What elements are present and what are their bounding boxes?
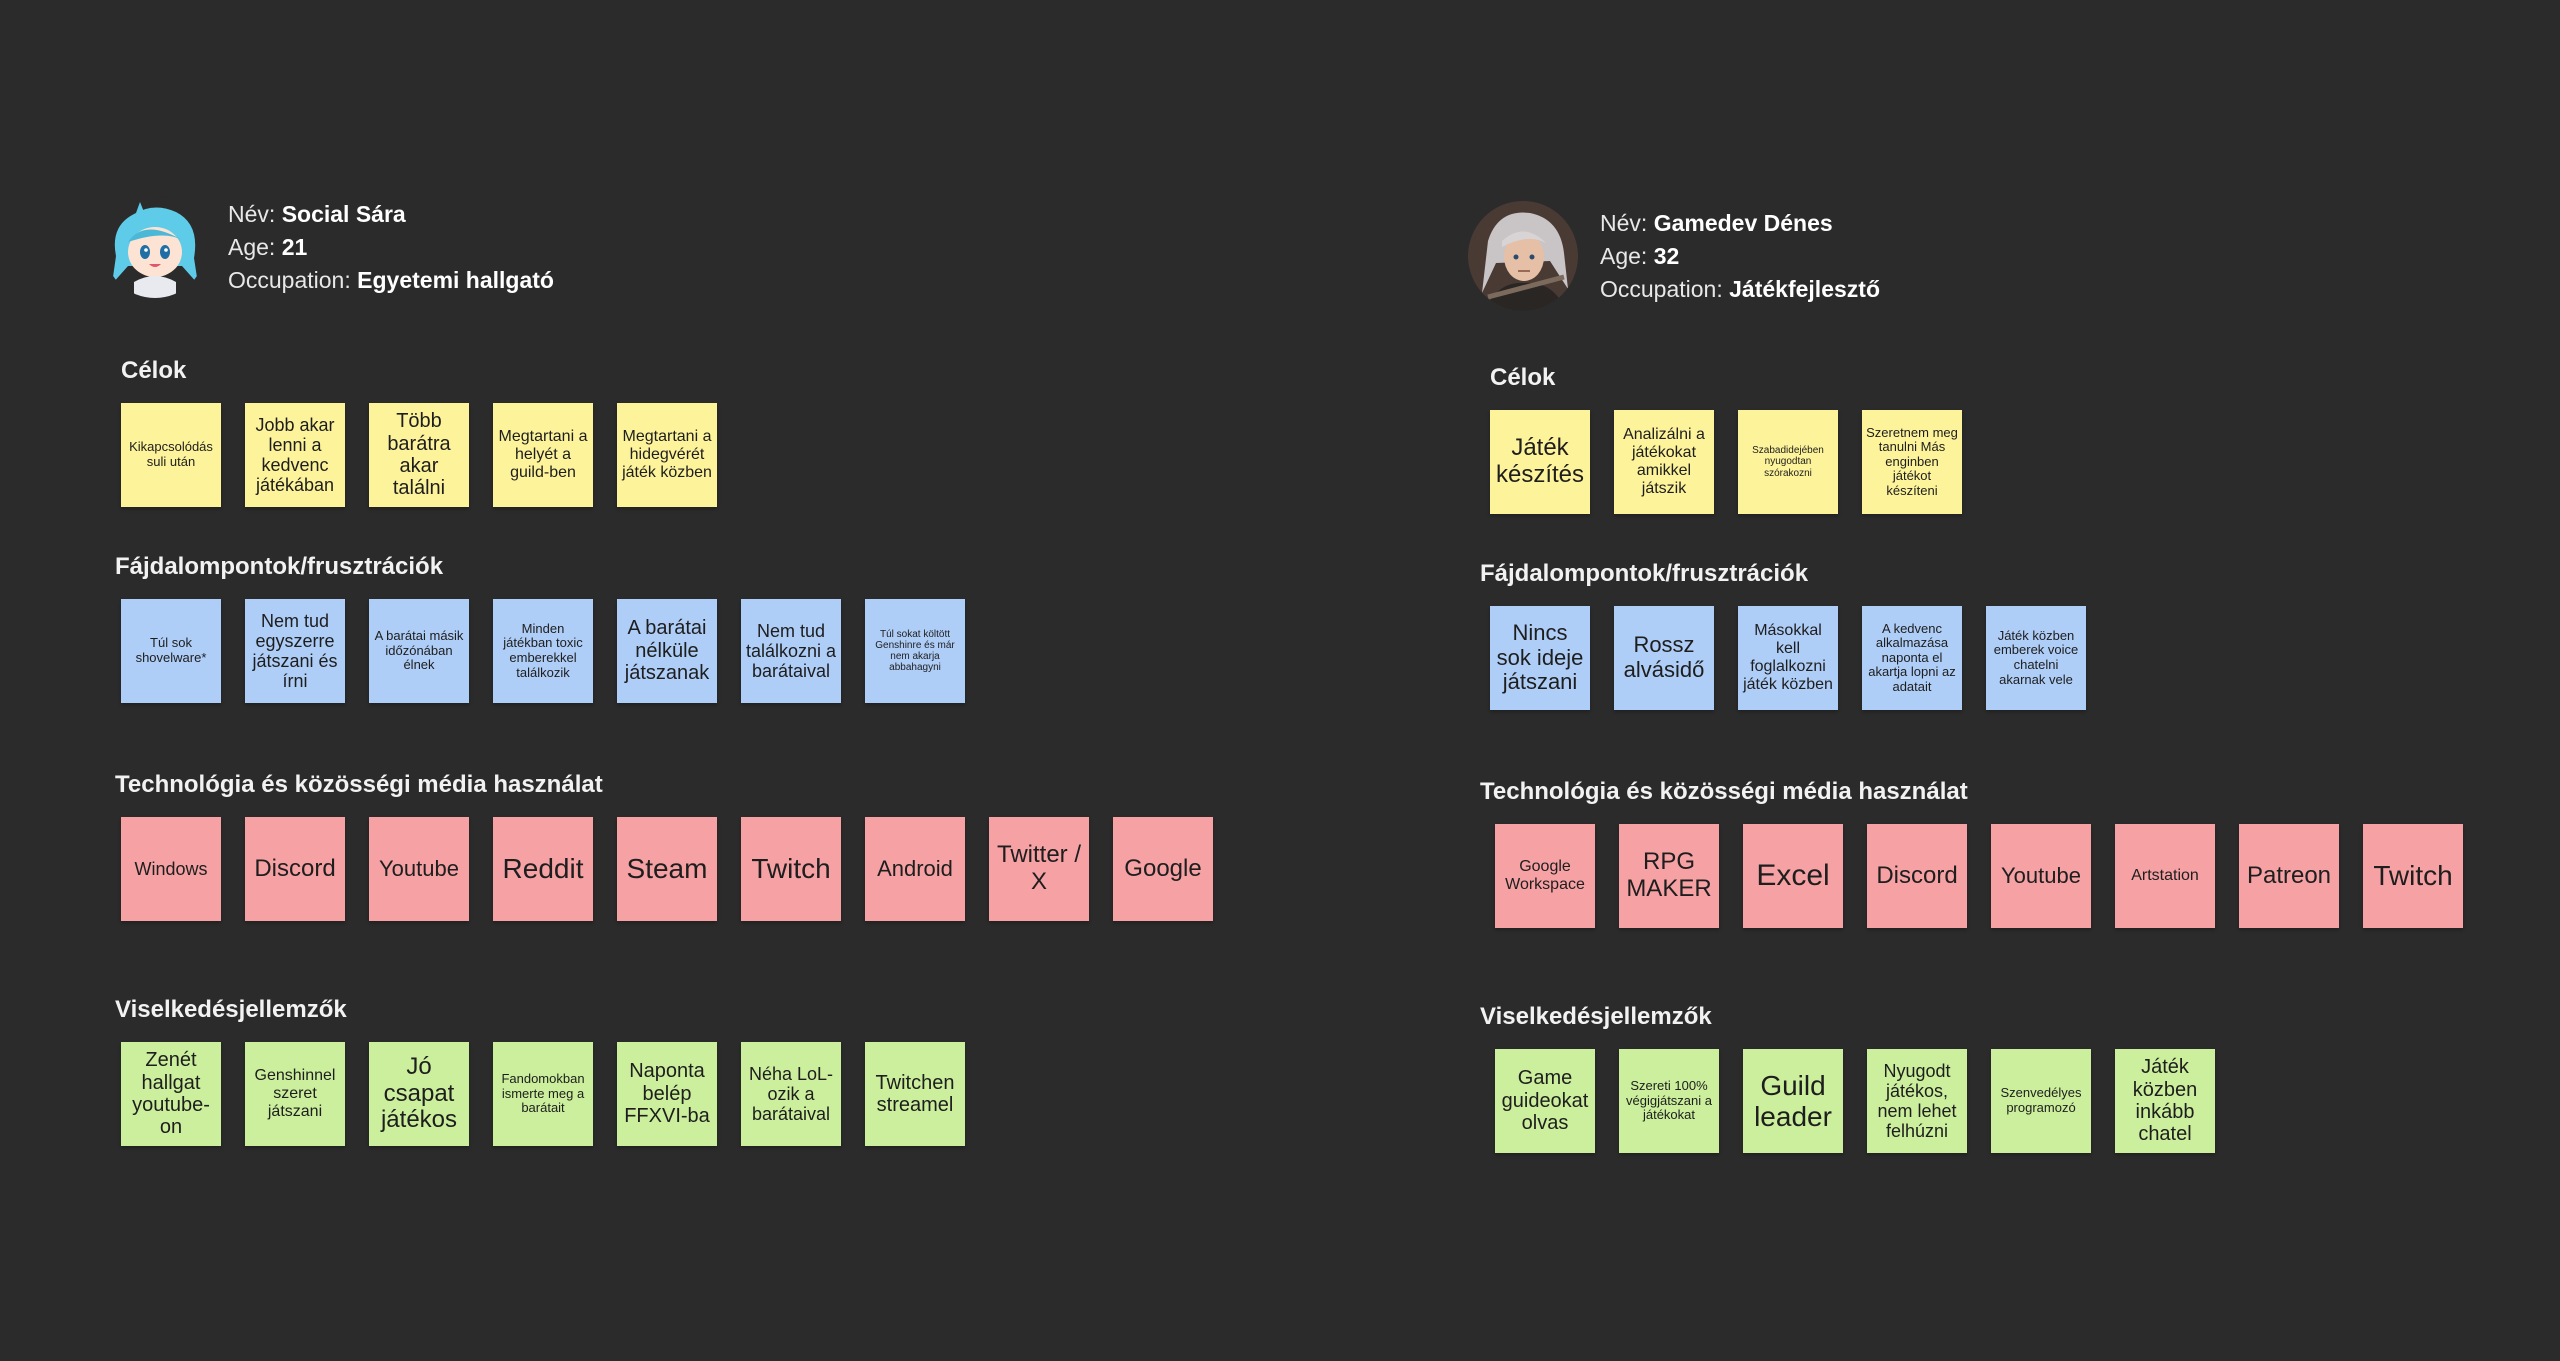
sticky-note[interactable]: Játék közben emberek voice chatelni akar…	[1986, 606, 2086, 710]
avatar	[1468, 201, 1578, 311]
sticky-note[interactable]: Twitchen streamel	[865, 1042, 965, 1146]
sticky-note[interactable]: Játék készítés	[1490, 410, 1590, 514]
sticky-note[interactable]: Megtartani a helyét a guild-ben	[493, 403, 593, 507]
persona-name: Gamedev Dénes	[1653, 209, 1833, 236]
sticky-note[interactable]: Guild leader	[1743, 1049, 1843, 1153]
sticky-notes-behavior: Zenét hallgat youtube-on Genshinnel szer…	[115, 1042, 965, 1146]
section-title: Viselkedésjellemzők	[1480, 1003, 1712, 1030]
sticky-note[interactable]: Reddit	[493, 817, 593, 921]
name-line: Név: Gamedev Dénes	[1600, 209, 1833, 236]
sticky-note[interactable]: Android	[865, 817, 965, 921]
section-goals: Célok Kikapcsolódás suli után Jobb akar …	[121, 357, 717, 507]
sticky-note[interactable]: Excel	[1743, 824, 1843, 928]
sticky-notes-behavior: Game guideokat olvas Szereti 100% végigj…	[1480, 1049, 2215, 1153]
game-character-avatar-icon	[1468, 201, 1578, 311]
persona-name: Social Sára	[281, 200, 406, 227]
section-title: Fájdalompontok/frusztrációk	[115, 553, 444, 580]
sticky-note[interactable]: Másokkal kell foglalkozni játék közben	[1738, 606, 1838, 710]
anime-girl-avatar-icon	[104, 196, 206, 298]
sticky-note[interactable]: Rossz alvásidő	[1614, 606, 1714, 710]
sticky-note[interactable]: Nyugodt játékos, nem lehet felhúzni	[1867, 1049, 1967, 1153]
section-title: Fájdalompontok/frusztrációk	[1480, 560, 1809, 587]
sticky-notes-goals: Kikapcsolódás suli után Jobb akar lenni …	[121, 403, 717, 507]
section-technology: Technológia és közösségi média használat…	[1480, 778, 2463, 928]
sticky-note[interactable]: Twitch	[2363, 824, 2463, 928]
name-line: Név: Social Sára	[228, 200, 406, 227]
sticky-note[interactable]: Twitch	[741, 817, 841, 921]
sticky-note[interactable]: Steam	[617, 817, 717, 921]
sticky-notes-tech: Windows Discord Youtube Reddit Steam Twi…	[115, 817, 1213, 921]
sticky-note[interactable]: Youtube	[369, 817, 469, 921]
sticky-note[interactable]: Twitter / X	[989, 817, 1089, 921]
age-line: Age: 32	[1600, 242, 1680, 269]
sticky-note[interactable]: Artstation	[2115, 824, 2215, 928]
sticky-note[interactable]: A kedvenc alkalmazása naponta el akartja…	[1862, 606, 1962, 710]
sticky-note[interactable]: A barátai másik időzónában élnek	[369, 599, 469, 703]
section-goals: Célok Játék készítés Analizálni a játéko…	[1490, 364, 1962, 514]
persona-card-gamedev-denes: Név: Gamedev Dénes Age: 32 Occupation: J…	[1365, 0, 2560, 1361]
sticky-notes-goals: Játék készítés Analizálni a játékokat am…	[1490, 410, 1962, 514]
occupation-line: Occupation: Játékfejlesztő	[1600, 275, 1880, 302]
section-title: Technológia és közösségi média használat	[115, 771, 603, 798]
sticky-note[interactable]: Youtube	[1991, 824, 2091, 928]
sticky-note[interactable]: Patreon	[2239, 824, 2339, 928]
section-pain-points: Fájdalompontok/frusztrációk Túl sok shov…	[115, 553, 965, 703]
sticky-note[interactable]: Nincs sok ideje játszani	[1490, 606, 1590, 710]
sticky-note[interactable]: Discord	[245, 817, 345, 921]
sticky-notes-pains: Nincs sok ideje játszani Rossz alvásidő …	[1480, 606, 2086, 710]
age-line: Age: 21	[228, 233, 308, 260]
sticky-note[interactable]: Túl sok shovelware*	[121, 599, 221, 703]
sticky-note[interactable]: Túl sokat költött Genshinre és már nem a…	[865, 599, 965, 703]
section-pain-points: Fájdalompontok/frusztrációk Nincs sok id…	[1480, 560, 2086, 710]
sticky-note[interactable]: Szenvedélyes programozó	[1991, 1049, 2091, 1153]
persona-header: Név: Social Sára Age: 21 Occupation: Egy…	[104, 196, 554, 298]
section-title: Célok	[121, 357, 187, 384]
sticky-note[interactable]: RPG MAKER	[1619, 824, 1719, 928]
persona-occupation: Egyetemi hallgató	[357, 266, 554, 293]
persona-age: 32	[1653, 242, 1680, 269]
persona-occupation: Játékfejlesztő	[1729, 275, 1880, 302]
sticky-notes-pains: Túl sok shovelware* Nem tud egyszerre já…	[115, 599, 965, 703]
sticky-note[interactable]: Nem tud egyszerre játszani és írni	[245, 599, 345, 703]
sticky-note[interactable]: Google Workspace	[1495, 824, 1595, 928]
sticky-note[interactable]: Megtartani a hidegvérét játék közben	[617, 403, 717, 507]
sticky-note[interactable]: Kikapcsolódás suli után	[121, 403, 221, 507]
sticky-note[interactable]: Játék közben inkább chatel	[2115, 1049, 2215, 1153]
sticky-note[interactable]: Analizálni a játékokat amikkel játszik	[1614, 410, 1714, 514]
sticky-note[interactable]: Fandomokban ismerte meg a barátait	[493, 1042, 593, 1146]
sticky-note[interactable]: Szeretnem meg tanulni Más enginben játék…	[1862, 410, 1962, 514]
section-title: Viselkedésjellemzők	[115, 996, 347, 1023]
sticky-note[interactable]: Szereti 100% végigjátszani a játékokat	[1619, 1049, 1719, 1153]
sticky-note[interactable]: Néha LoL-ozik a barátaival	[741, 1042, 841, 1146]
sticky-note[interactable]: Genshinnel szeret játszani	[245, 1042, 345, 1146]
persona-header: Név: Gamedev Dénes Age: 32 Occupation: J…	[1468, 201, 1880, 311]
sticky-note[interactable]: Zenét hallgat youtube-on	[121, 1042, 221, 1146]
sticky-note[interactable]: Discord	[1867, 824, 1967, 928]
sticky-note[interactable]: Naponta belép FFXVI-ba	[617, 1042, 717, 1146]
section-title: Technológia és közösségi média használat	[1480, 778, 1968, 805]
persona-age: 21	[281, 233, 308, 260]
sticky-notes-tech: Google Workspace RPG MAKER Excel Discord…	[1480, 824, 2463, 928]
sticky-note[interactable]: Jobb akar lenni a kedvenc játékában	[245, 403, 345, 507]
section-behavior: Viselkedésjellemzők Game guideokat olvas…	[1480, 1003, 2215, 1153]
sticky-note[interactable]: Windows	[121, 817, 221, 921]
persona-info: Név: Social Sára Age: 21 Occupation: Egy…	[228, 198, 554, 297]
section-title: Célok	[1490, 364, 1556, 391]
avatar	[104, 196, 206, 298]
sticky-note[interactable]: Több barátra akar találni	[369, 403, 469, 507]
sticky-note[interactable]: Google	[1113, 817, 1213, 921]
section-behavior: Viselkedésjellemzők Zenét hallgat youtub…	[115, 996, 965, 1146]
sticky-note[interactable]: A barátai nélküle játszanak	[617, 599, 717, 703]
sticky-note[interactable]: Minden játékban toxic emberekkel találko…	[493, 599, 593, 703]
sticky-note[interactable]: Jó csapat játékos	[369, 1042, 469, 1146]
persona-card-social-sara: Név: Social Sára Age: 21 Occupation: Egy…	[104, 196, 1213, 1146]
occupation-line: Occupation: Egyetemi hallgató	[228, 266, 554, 293]
sticky-note[interactable]: Nem tud találkozni a barátaival	[741, 599, 841, 703]
section-technology: Technológia és közösségi média használat…	[115, 771, 1213, 921]
sticky-note[interactable]: Szabadidejében nyugodtan szórakozni	[1738, 410, 1838, 514]
persona-info: Név: Gamedev Dénes Age: 32 Occupation: J…	[1600, 207, 1880, 306]
sticky-note[interactable]: Game guideokat olvas	[1495, 1049, 1595, 1153]
